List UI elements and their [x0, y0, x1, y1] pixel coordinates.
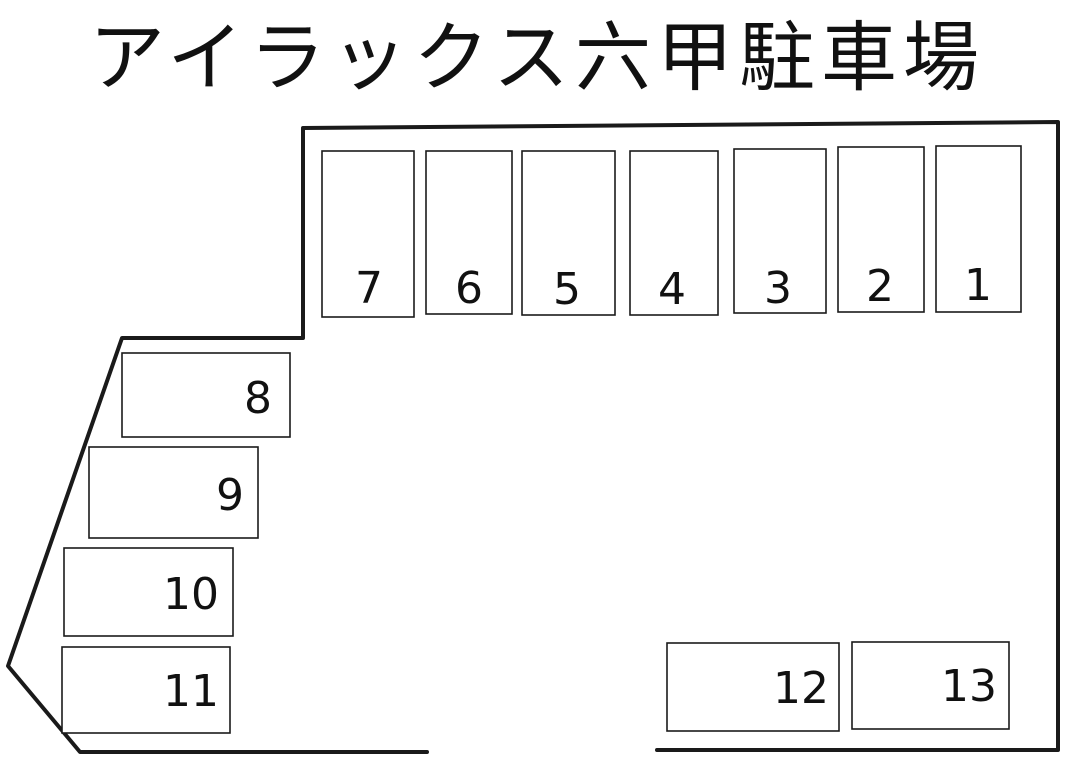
parking-space-3[interactable]: 3 [733, 148, 827, 314]
parking-space-10[interactable]: 10 [63, 547, 234, 637]
space-number: 11 [163, 666, 219, 717]
lot-title: アイラックス六甲駐車場 [89, 13, 985, 102]
space-number: 5 [553, 264, 581, 315]
space-number: 1 [964, 260, 992, 311]
parking-space-2[interactable]: 2 [837, 146, 925, 313]
spaces-layer: 7 6 5 4 3 2 1 8 [61, 145, 1022, 734]
space-number: 7 [355, 263, 383, 314]
parking-space-12[interactable]: 12 [666, 642, 840, 732]
space-number: 8 [244, 373, 272, 424]
parking-space-7[interactable]: 7 [321, 150, 415, 318]
parking-space-11[interactable]: 11 [61, 646, 231, 734]
space-number: 10 [163, 569, 219, 620]
parking-space-4[interactable]: 4 [629, 150, 719, 316]
space-number: 6 [455, 263, 483, 314]
space-number: 13 [941, 661, 997, 712]
space-number: 9 [216, 470, 244, 521]
space-number: 4 [658, 264, 686, 315]
parking-space-5[interactable]: 5 [521, 150, 616, 316]
parking-space-13[interactable]: 13 [851, 641, 1010, 730]
space-number: 2 [866, 261, 894, 312]
space-number: 12 [773, 663, 829, 714]
parking-space-8[interactable]: 8 [121, 352, 291, 438]
parking-space-1[interactable]: 1 [935, 145, 1022, 313]
lot-boundary [6, 120, 1060, 754]
parking-space-9[interactable]: 9 [88, 446, 259, 539]
parking-space-6[interactable]: 6 [425, 150, 513, 315]
boundary-main [6, 120, 1060, 754]
space-number: 3 [764, 263, 792, 314]
